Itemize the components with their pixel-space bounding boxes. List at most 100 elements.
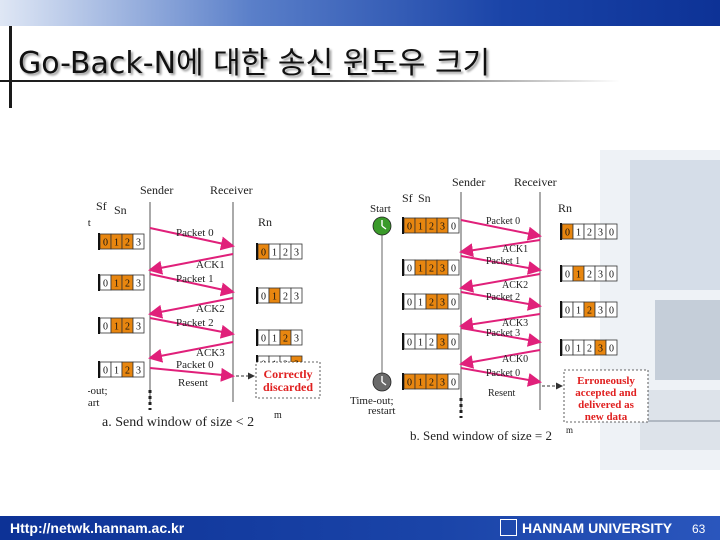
sequence-number: 1 xyxy=(418,264,423,275)
sequence-cell xyxy=(605,223,618,240)
diagram-b-message-4: Packet 2 xyxy=(486,292,520,303)
sequence-number: 3 xyxy=(598,306,603,317)
sequence-number: 0 xyxy=(103,322,108,333)
sequence-number: 0 xyxy=(565,306,570,317)
sequence-number: 1 xyxy=(418,378,423,389)
sequence-number: 1 xyxy=(272,334,277,345)
sequence-cell xyxy=(447,293,460,310)
diagram-b-caption: b. Send window of size = 2 xyxy=(410,428,552,443)
diagram-b-message-2: Packet 1 xyxy=(486,256,520,267)
sequence-number: 3 xyxy=(598,228,603,239)
diagram-b-arrow-7 xyxy=(459,349,541,369)
sequence-number: 0 xyxy=(451,378,456,389)
sequence-number: 3 xyxy=(440,222,445,233)
diagram-b-arrow-3 xyxy=(459,273,541,293)
title-decoration-horizontal xyxy=(0,80,620,82)
sequence-cell xyxy=(447,217,460,234)
page-number: 63 xyxy=(692,522,706,536)
sequence-number: 2 xyxy=(125,238,130,249)
sequence-number: 0 xyxy=(609,344,614,355)
diagram-a-receiver-label: Receiver xyxy=(210,183,253,197)
window-edge xyxy=(402,259,404,276)
diagram-b-arrow-0 xyxy=(460,219,542,241)
diagram-a-sn-label: Sn xyxy=(114,203,127,217)
sequence-number: 0 xyxy=(261,334,266,345)
window-edge xyxy=(256,243,258,260)
diagram-a-sf-label: Sf xyxy=(96,199,107,213)
sequence-number: 1 xyxy=(114,366,119,377)
sequence-number: 0 xyxy=(407,222,412,233)
slide-title: Go-Back-N에 대한 송신 윈도우 크기 xyxy=(18,46,491,81)
sequence-cell xyxy=(605,339,618,356)
diagram-b-sf-label: Sf xyxy=(402,191,413,205)
sequence-number: 3 xyxy=(136,322,141,333)
diagram-a-start-label: Start xyxy=(88,217,91,229)
go-back-n-figure: SenderReceiverSfSnRnStartTime-out;restar… xyxy=(88,178,649,443)
sequence-number: 0 xyxy=(609,306,614,317)
diagram-b-message-3: ACK2 xyxy=(502,280,528,291)
diagram-a-caption-superscript: m xyxy=(274,410,282,421)
sequence-number: 2 xyxy=(429,264,434,275)
sequence-cell xyxy=(605,265,618,282)
sequence-number: 3 xyxy=(440,378,445,389)
window-edge xyxy=(98,317,100,334)
sequence-number: 0 xyxy=(103,279,108,290)
sequence-number: 2 xyxy=(429,378,434,389)
window-edge xyxy=(256,329,258,346)
sequence-number: 3 xyxy=(294,292,299,303)
diagram-a-message-6: Packet 0 xyxy=(176,359,214,371)
sequence-cell xyxy=(447,373,460,390)
window-edge xyxy=(560,265,562,282)
diagram-a-rn-label: Rn xyxy=(258,215,272,229)
diagram-a-arrow-5 xyxy=(148,341,234,363)
title-decoration-vertical xyxy=(9,26,12,108)
diagram-b-arrow-5 xyxy=(459,313,541,332)
diagram-b-arrow-1 xyxy=(459,239,541,258)
sequence-number: 0 xyxy=(103,366,108,377)
sequence-number: 0 xyxy=(451,338,456,349)
window-edge xyxy=(98,233,100,250)
sequence-number: 3 xyxy=(136,279,141,290)
window-edge xyxy=(256,287,258,304)
sequence-number: 0 xyxy=(261,248,266,259)
window-edge xyxy=(560,223,562,240)
sequence-number: 2 xyxy=(283,334,288,345)
diagram-b-rn-label: Rn xyxy=(558,201,572,215)
diagram-b-note-line1: Erroneously xyxy=(577,375,635,387)
diagram-a-message-3: ACK2 xyxy=(196,303,225,315)
diagram-a-message-2: Packet 1 xyxy=(176,273,214,285)
diagram-b-message-0: Packet 0 xyxy=(486,216,520,227)
sequence-number: 2 xyxy=(429,298,434,309)
diagram-a-caption: a. Send window of size < 2 xyxy=(102,415,254,430)
window-edge xyxy=(402,333,404,350)
diagram-a-sender-label: Sender xyxy=(140,183,173,197)
header-bar xyxy=(0,0,720,26)
sequence-cell xyxy=(290,329,303,346)
sequence-cell xyxy=(290,287,303,304)
university-logo-icon xyxy=(500,519,517,536)
diagram-a-arrow-1 xyxy=(148,253,234,275)
sequence-number: 3 xyxy=(598,344,603,355)
sequence-number: 1 xyxy=(576,344,581,355)
sequence-number: 3 xyxy=(136,238,141,249)
diagram-a-message-0: Packet 0 xyxy=(176,227,214,239)
diagram-a-note-line1: Correctly xyxy=(263,367,312,381)
diagram-b-message-5: ACK3 xyxy=(502,318,528,329)
sequence-number: 3 xyxy=(440,264,445,275)
footer-url[interactable]: Http://netwk.hannam.ac.kr xyxy=(10,520,185,536)
sequence-number: 1 xyxy=(114,238,119,249)
diagram-b-message-1: ACK1 xyxy=(502,244,528,255)
sequence-number: 2 xyxy=(429,222,434,233)
sequence-cell xyxy=(132,233,145,250)
diagram-b-sender-label: Sender xyxy=(452,178,485,189)
sequence-number: 1 xyxy=(576,228,581,239)
sequence-number: 0 xyxy=(565,270,570,281)
diagram-a-resent-label: Resent xyxy=(178,377,208,389)
